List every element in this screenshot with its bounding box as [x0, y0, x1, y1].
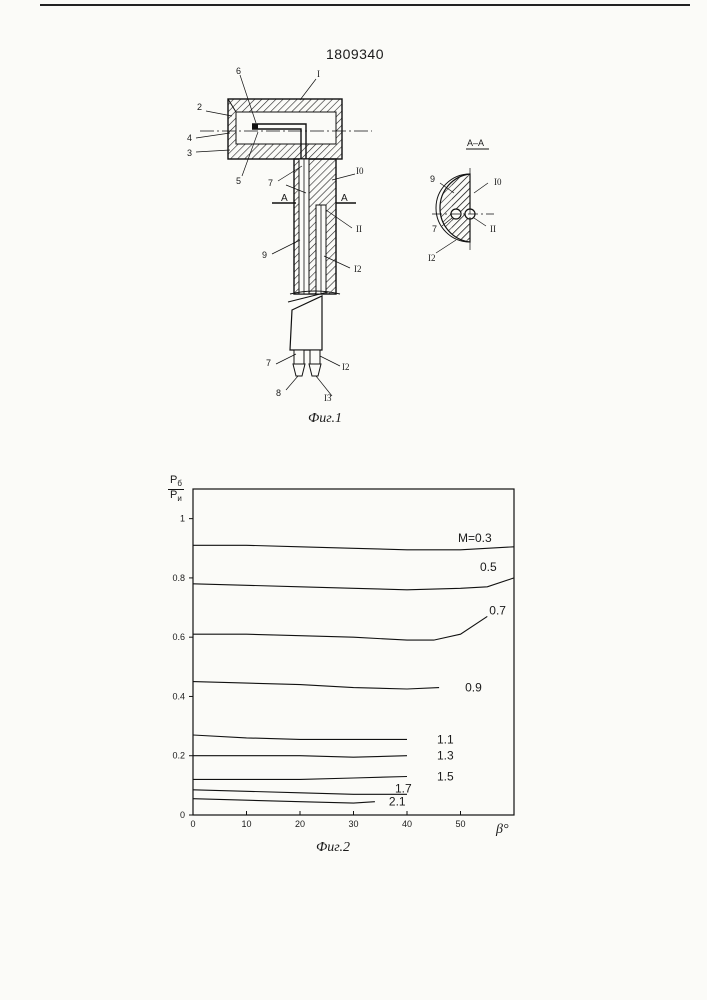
x-tick-label: 0: [190, 819, 195, 829]
series-label-2: 0.7: [489, 603, 506, 617]
series-label-5: 1.3: [437, 749, 454, 763]
series-line-8: [193, 799, 375, 803]
y-tick-label: 0.4: [172, 691, 185, 701]
series-line-1: [193, 578, 514, 590]
y-label-numerator: Pб: [170, 474, 182, 488]
x-axis-label: β°: [496, 822, 509, 838]
x-tick-label: 40: [402, 819, 412, 829]
x-tick-label: 10: [241, 819, 251, 829]
y-tick-label: 1: [180, 514, 185, 524]
series-line-0: [193, 545, 514, 550]
series-label-0: M=0.3: [458, 531, 492, 545]
y-tick-label: 0.2: [172, 751, 185, 761]
series-label-1: 0.5: [480, 560, 497, 574]
series-line-4: [193, 735, 407, 739]
series-label-8: 2.1: [389, 795, 406, 809]
y-label-denominator: Pи: [170, 489, 182, 503]
series-line-5: [193, 756, 407, 758]
series-label-4: 1.1: [437, 732, 454, 746]
y-tick-label: 0: [180, 810, 185, 820]
y-tick-label: 0.8: [172, 573, 185, 583]
series-line-2: [193, 616, 487, 640]
series-line-7: [193, 790, 407, 795]
series-label-3: 0.9: [465, 681, 482, 695]
x-tick-label: 30: [348, 819, 358, 829]
series-line-3: [193, 682, 439, 689]
y-tick-label: 0.6: [172, 632, 185, 642]
x-tick-label: 50: [455, 819, 465, 829]
figure2-caption: Фиг.2: [316, 840, 350, 856]
series-label-6: 1.5: [437, 770, 454, 784]
series-line-6: [193, 777, 407, 780]
x-tick-label: 20: [295, 819, 305, 829]
series-label-7: 1.7: [395, 781, 412, 795]
